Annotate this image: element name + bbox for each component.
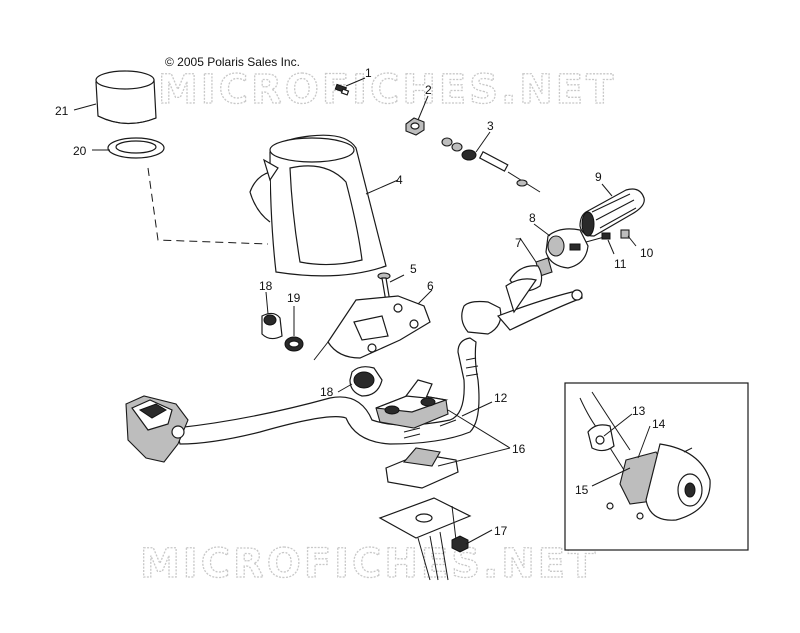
leader-lines: [73, 77, 651, 545]
callout-21: 21: [55, 104, 69, 118]
callout-12: 12: [494, 391, 508, 405]
grip-icon: [579, 188, 645, 237]
throttle-cable-3-icon: [441, 137, 541, 193]
screw-1-icon: [334, 83, 350, 96]
brake-caliper-icon: [579, 391, 711, 521]
callout-14: 14: [652, 417, 666, 431]
callout-6: 6: [427, 279, 434, 293]
screw-11-icon: [585, 232, 611, 243]
callout-20: 20: [73, 144, 87, 158]
callout-9: 9: [595, 170, 602, 184]
cap-10-icon: [620, 229, 630, 239]
ring-21-icon: [95, 70, 157, 125]
callout-11: 11: [614, 257, 627, 271]
callout-2: 2: [425, 83, 432, 97]
callout-3: 3: [487, 119, 494, 133]
callout-16: 16: [512, 442, 526, 456]
watermark-top: MICROFICHES.NET: [158, 67, 616, 113]
callout-18-upper: 18: [259, 279, 273, 293]
knob-18-lower-icon: [349, 366, 383, 397]
bracket-plate-6-icon: [313, 295, 431, 361]
headlight-pod-icon: [249, 134, 387, 277]
nut-2-icon: [405, 117, 425, 136]
left-control-housing-icon: [125, 395, 189, 463]
callout-4: 4: [396, 173, 403, 187]
callout-8: 8: [529, 211, 536, 225]
callout-17: 17: [494, 524, 508, 538]
ring-20-icon: [107, 137, 165, 159]
callout-5: 5: [410, 262, 417, 276]
knob-18-upper-icon: [261, 312, 283, 340]
nut-17-icon: [451, 535, 469, 553]
clamp-16-upper-icon: [375, 379, 449, 429]
alignment-line: [147, 167, 269, 245]
handlebar-icon: [175, 337, 480, 445]
callout-10: 10: [640, 246, 654, 260]
callout-7: 7: [515, 236, 522, 250]
copyright-notice: © 2005 Polaris Sales Inc.: [165, 55, 300, 69]
brake-lever-icon: [461, 278, 583, 335]
watermark-bottom: MICROFICHES.NET: [140, 541, 598, 587]
clamp-16-lower-icon: [385, 447, 459, 489]
callout-13: 13: [632, 404, 646, 418]
callout-15: 15: [575, 483, 589, 497]
grommet-19-icon: [284, 336, 304, 352]
lower-bracket-plate-icon: [378, 497, 472, 581]
callout-19: 19: [287, 291, 301, 305]
callout-1: 1: [365, 66, 372, 80]
callout-18-lower: 18: [320, 385, 334, 399]
switch-housing-8-icon: [545, 228, 589, 269]
